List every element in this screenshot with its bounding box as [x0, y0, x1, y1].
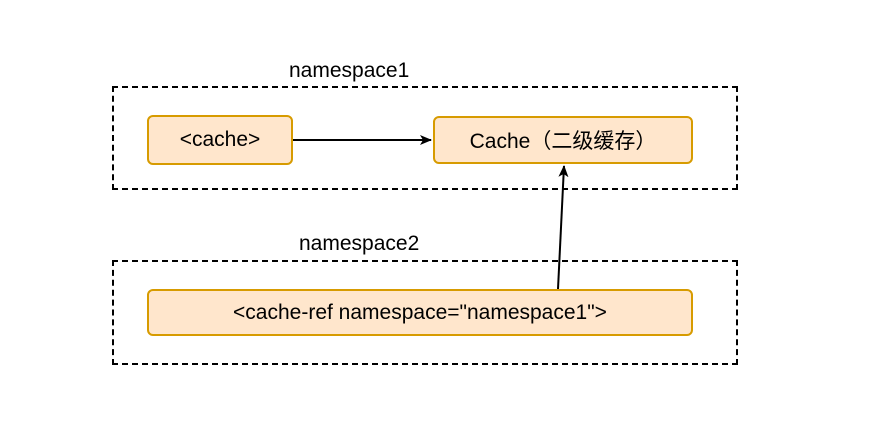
node-cache-object[interactable]: Cache（二级缓存） — [433, 116, 693, 164]
node-cache-tag-label: <cache> — [179, 128, 261, 151]
node-cache-ref-label: <cache-ref namespace="namespace1"> — [233, 300, 607, 324]
node-cache-tag[interactable]: <cache> — [147, 115, 293, 165]
node-cache-ref[interactable]: <cache-ref namespace="namespace1"> — [147, 289, 693, 336]
group-namespace1 — [112, 86, 738, 190]
group-namespace2 — [112, 260, 738, 365]
edge-cache-ref-to-cache-object — [557, 165, 569, 290]
group-label-namespace2: namespace2 — [299, 232, 420, 255]
node-cache-object-label: Cache（二级缓存） — [469, 130, 657, 153]
group-label-namespace1: namespace1 — [289, 59, 410, 82]
